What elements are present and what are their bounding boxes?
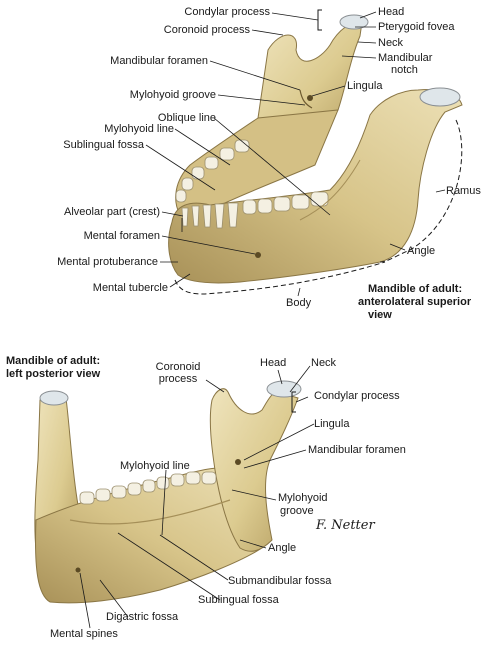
top-far-body: [175, 109, 339, 216]
title-top-line-2: anterolateral superior: [358, 296, 472, 308]
label-mandibular-notch-1: Mandibular: [378, 52, 433, 64]
top-near-condyle-head: [419, 87, 461, 107]
label-mandibular-notch-2: notch: [391, 64, 418, 76]
label-mental-tubercle: Mental tubercle: [92, 282, 168, 294]
label-lingula-bottom: Lingula: [314, 418, 350, 430]
body-bracket: [174, 261, 386, 295]
label-pterygoid-fovea: Pterygoid fovea: [378, 21, 455, 33]
bottom-leader-lines: [79, 365, 315, 629]
label-body: Body: [286, 297, 312, 309]
label-neck: Neck: [378, 37, 404, 49]
label-lingula: Lingula: [347, 80, 383, 92]
title-top-line-1: Mandible of adult:: [368, 283, 463, 295]
artist-signature: F. Netter: [316, 518, 375, 533]
top-near-teeth: [181, 191, 329, 229]
label-alveolar-part: Alveolar part (crest): [64, 206, 160, 218]
bottom-left-condyle-head: [39, 390, 69, 406]
bottom-right-condyle-head: [266, 380, 302, 398]
label-submandibular-fossa: Submandibular fossa: [228, 575, 332, 587]
label-ramus: Ramus: [446, 185, 481, 197]
label-coronoid-process-bottom-2: process: [158, 373, 198, 385]
top-far-teeth: [175, 139, 250, 203]
label-mandibular-foramen: Mandibular foramen: [110, 55, 208, 67]
label-oblique-line: Oblique line: [157, 112, 216, 124]
label-mylohyoid-line: Mylohyoid line: [104, 123, 174, 135]
label-sublingual-fossa-bottom: Sublingual fossa: [198, 594, 279, 606]
label-mental-foramen: Mental foramen: [83, 230, 160, 242]
top-leader-lines: [145, 11, 446, 297]
top-mandibular-foramen: [307, 95, 313, 101]
title-bottom-line-1: Mandible of adult:: [6, 355, 101, 367]
title-top-line-3: view: [368, 309, 392, 321]
top-near-body: [168, 89, 463, 284]
bottom-condylar-bracket: [291, 391, 296, 413]
label-angle-top: Angle: [407, 245, 436, 257]
label-coronoid-process-bottom-1: Coronoid: [155, 361, 201, 373]
label-mylohyoid-groove: Mylohyoid groove: [129, 89, 216, 101]
label-neck-bottom: Neck: [311, 357, 337, 369]
label-coronoid-process: Coronoid process: [163, 24, 250, 36]
label-mandibular-foramen-bottom: Mandibular foramen: [308, 444, 406, 456]
bottom-right-ramus: [209, 388, 299, 552]
label-mylohyoid-line-bottom: Mylohyoid line: [120, 460, 190, 472]
label-head: Head: [378, 6, 405, 18]
label-angle-bottom: Angle: [268, 542, 297, 554]
bottom-mandibular-foramen: [235, 459, 241, 465]
label-digastric-fossa: Digastric fossa: [106, 611, 179, 623]
title-bottom-line-2: left posterior view: [6, 368, 101, 380]
label-sublingual-fossa: Sublingual fossa: [63, 139, 144, 151]
label-mylohyoid-groove-bottom-2: groove: [280, 505, 314, 517]
bottom-mandible: [34, 380, 302, 604]
top-mental-foramen: [255, 252, 261, 258]
label-condylar-process: Condylar process: [184, 6, 270, 18]
top-mandible: [168, 14, 463, 284]
condylar-bracket: [317, 9, 322, 31]
label-condylar-process-bottom: Condylar process: [314, 390, 400, 402]
label-mental-spines: Mental spines: [50, 628, 118, 640]
label-head-bottom: Head: [260, 357, 287, 369]
bottom-teeth: [79, 471, 217, 505]
ramus-bracket: [379, 119, 463, 263]
label-mylohyoid-groove-bottom-1: Mylohyoid: [278, 492, 328, 504]
label-mental-protuberance: Mental protuberance: [57, 256, 158, 268]
top-far-condyle-head: [339, 14, 369, 30]
bottom-mental-spines-mark: [75, 567, 81, 573]
